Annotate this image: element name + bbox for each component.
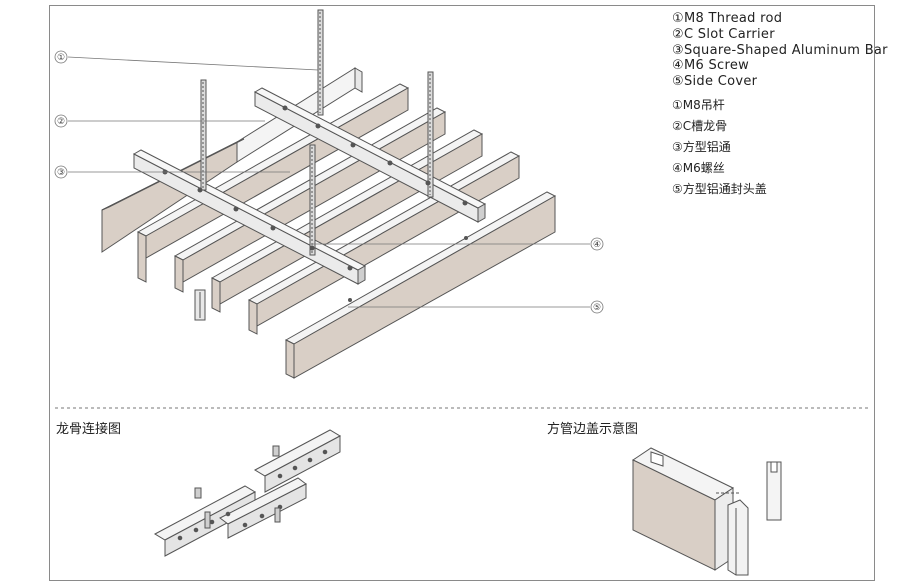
leader-lines bbox=[67, 56, 590, 308]
legend-item: ③Square-Shaped Aluminum Bar bbox=[672, 42, 888, 58]
callout-5: ⑤ bbox=[593, 303, 601, 313]
legend-item: ⑤Side Cover bbox=[672, 74, 758, 90]
legend-item: ④M6 Screw bbox=[672, 58, 750, 74]
aluminum-bar-front bbox=[284, 191, 557, 379]
legend-item: ①M8吊杆 bbox=[672, 98, 725, 112]
thread-rods bbox=[200, 9, 434, 256]
side-cover-drawing bbox=[631, 447, 782, 576]
legend-item: ①M8 Thread rod bbox=[672, 11, 783, 26]
diagram-frame bbox=[49, 5, 875, 581]
thread-rod bbox=[317, 9, 324, 116]
callout-markers bbox=[54, 50, 604, 314]
aluminum-bars bbox=[101, 67, 557, 379]
thread-rod bbox=[427, 71, 434, 198]
side-cover-piece bbox=[194, 289, 206, 321]
legend-english: ①M8 Thread rod ②C Slot Carrier ③Square-S… bbox=[672, 11, 888, 90]
carrier-connection-title: 龙骨连接图 bbox=[56, 422, 122, 437]
legend-item: ②C Slot Carrier bbox=[672, 26, 775, 42]
legend-item: ④M6螺丝 bbox=[672, 161, 725, 175]
callout-2: ② bbox=[57, 117, 65, 127]
carrier-connection-drawing bbox=[153, 429, 342, 557]
legend-item: ③方型铝通 bbox=[672, 140, 731, 154]
callout-1: ① bbox=[57, 53, 65, 63]
callout-3: ③ bbox=[57, 168, 65, 178]
callout-4: ④ bbox=[593, 240, 601, 250]
c-slot-carrier bbox=[132, 149, 367, 285]
thread-rod bbox=[309, 144, 316, 256]
side-cover-title: 方管边盖示意图 bbox=[547, 422, 639, 437]
legend-item: ⑤方型铝通封头盖 bbox=[672, 182, 767, 196]
m6-screws bbox=[162, 105, 468, 302]
legend-chinese: ①M8吊杆 ②C槽龙骨 ③方型铝通 ④M6螺丝 ⑤方型铝通封头盖 bbox=[672, 95, 767, 200]
c-slot-carriers bbox=[132, 87, 487, 285]
thread-rod bbox=[200, 79, 207, 191]
legend-item: ②C槽龙骨 bbox=[672, 119, 728, 133]
